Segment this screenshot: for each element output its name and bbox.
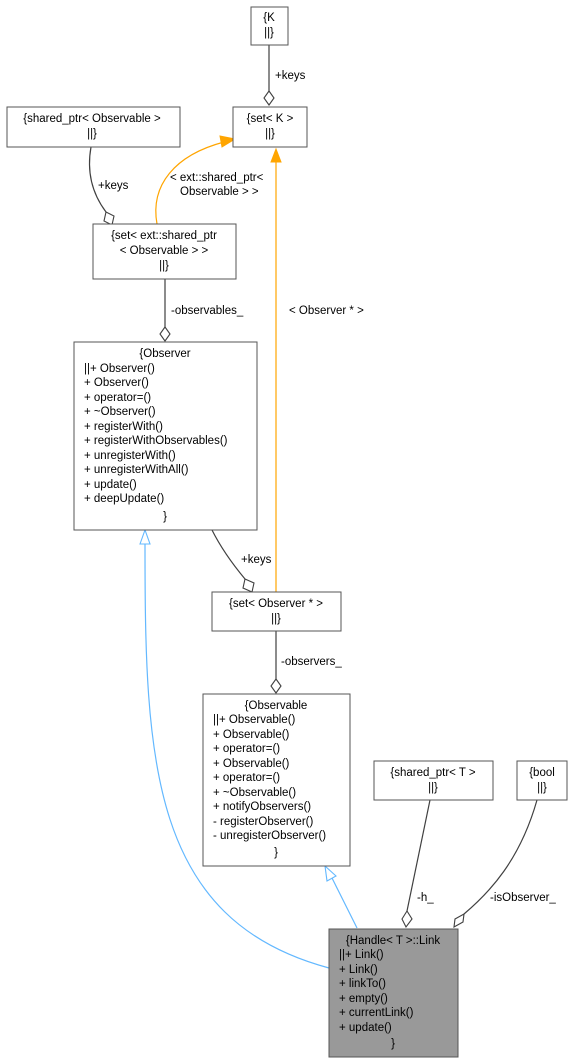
edge-label-observables: -observables_ bbox=[171, 305, 244, 317]
composition-diamond bbox=[401, 909, 413, 929]
composition-diamond bbox=[453, 912, 465, 929]
edge-label-observer-ptr: < Observer * > bbox=[289, 305, 364, 317]
template-arrowhead bbox=[219, 135, 237, 148]
edge-label-keys-3: +keys bbox=[241, 554, 272, 566]
node-observable[interactable]: {Observable ||+ Observable() + Observabl… bbox=[202, 693, 351, 867]
edge-label-isobserver: -isObserver_ bbox=[490, 892, 556, 904]
node-observable-member: ||+ Observable() bbox=[213, 714, 296, 726]
node-set-observer-ptr[interactable]: {set< Observer * > ||} bbox=[211, 591, 342, 632]
template-arrowhead bbox=[270, 147, 282, 163]
node-bool-line-0: {bool bbox=[529, 767, 555, 779]
edge-label-h: -h_ bbox=[417, 892, 434, 904]
node-k-line-1: ||} bbox=[264, 27, 274, 39]
inheritance-arrowhead bbox=[324, 864, 337, 882]
node-observable-member: + ~Observable() bbox=[213, 787, 296, 799]
edge-sharedptrT-to-link bbox=[406, 799, 431, 912]
node-observer-close: } bbox=[163, 511, 167, 523]
edge-link-inherits-observer bbox=[144, 543, 330, 969]
node-k[interactable]: {K ||} bbox=[250, 6, 289, 46]
edge-bool-to-link bbox=[463, 799, 538, 915]
edge-sharedptr-to-setext bbox=[88, 146, 107, 213]
composition-diamond bbox=[242, 578, 255, 593]
composition-diamond bbox=[263, 90, 275, 106]
node-shared-ptr-observable-line-1: ||} bbox=[87, 128, 97, 140]
edge-label-ext-line1: < ext::shared_ptr< bbox=[170, 172, 264, 184]
edge-label-observers: -observers_ bbox=[281, 656, 342, 668]
edge-setext-to-setk bbox=[155, 141, 225, 225]
node-set-k-line-1: ||} bbox=[265, 128, 275, 140]
node-observable-member: + Observable() bbox=[213, 758, 290, 770]
composition-diamond bbox=[159, 326, 171, 342]
composition-diamond bbox=[103, 211, 115, 226]
node-handle-link-title: {Handle< T >::Link bbox=[346, 935, 440, 947]
node-observer-member: + ~Observer() bbox=[84, 406, 156, 418]
node-handle-link-member: + linkTo() bbox=[339, 978, 386, 990]
node-observer-title: {Observer bbox=[139, 348, 190, 360]
node-set-ext-line-2: ||} bbox=[159, 260, 169, 272]
node-shared-ptr-observable-line-0: {shared_ptr< Observable > bbox=[23, 113, 161, 125]
node-k-line-0: {K bbox=[263, 12, 275, 24]
node-handle-link-member: + update() bbox=[339, 1022, 392, 1034]
node-handle-link-member: + currentLink() bbox=[339, 1007, 414, 1019]
node-handle-link[interactable]: {Handle< T >::Link ||+ Link() + Link() +… bbox=[328, 928, 459, 1058]
node-observable-member: + operator=() bbox=[213, 772, 280, 784]
node-shared-ptr-t-line-0: {shared_ptr< T > bbox=[390, 767, 476, 779]
node-observer-member: + Observer() bbox=[84, 377, 149, 389]
edge-label-ext-line2: Observable > > bbox=[180, 186, 259, 198]
node-handle-link-member: + empty() bbox=[339, 993, 388, 1005]
node-observable-close: } bbox=[274, 847, 278, 859]
edge-label-keys-2: +keys bbox=[98, 180, 129, 192]
node-handle-link-close: } bbox=[391, 1038, 395, 1050]
node-bool[interactable]: {bool ||} bbox=[516, 760, 568, 801]
node-observer-member: + operator=() bbox=[84, 392, 151, 404]
node-set-k-line-0: {set< K > bbox=[247, 113, 294, 125]
node-observer-member: + unregisterWith() bbox=[84, 450, 176, 462]
node-shared-ptr-observable[interactable]: {shared_ptr< Observable > ||} bbox=[6, 106, 181, 148]
edge-link-inherits-observable bbox=[331, 877, 358, 929]
inheritance-arrowhead bbox=[139, 528, 151, 545]
node-set-ext-line-1: < Observable > > bbox=[120, 245, 209, 257]
node-observer-member: + registerWithObservables() bbox=[84, 435, 228, 447]
node-observer[interactable]: {Observer ||+ Observer() + Observer() + … bbox=[73, 341, 258, 531]
node-observable-member: + Observable() bbox=[213, 729, 290, 741]
node-observable-member: + operator=() bbox=[213, 743, 280, 755]
node-set-ext-shared-ptr[interactable]: {set< ext::shared_ptr < Observable > > |… bbox=[92, 223, 237, 280]
node-set-ext-line-0: {set< ext::shared_ptr bbox=[111, 230, 217, 242]
node-observer-member: ||+ Observer() bbox=[84, 363, 155, 375]
composition-diamond bbox=[270, 678, 282, 694]
node-observer-member: + registerWith() bbox=[84, 421, 163, 433]
edge-label-keys-1: +keys bbox=[275, 70, 306, 82]
edge-observer-to-setobserver bbox=[211, 529, 246, 580]
node-observable-member: - registerObserver() bbox=[213, 816, 313, 828]
node-handle-link-member: + Link() bbox=[339, 964, 378, 976]
node-set-observer-line-0: {set< Observer * > bbox=[229, 598, 323, 610]
node-set-k[interactable]: {set< K > ||} bbox=[232, 106, 308, 148]
node-observable-title: {Observable bbox=[245, 700, 308, 712]
node-shared-ptr-t-line-1: ||} bbox=[428, 782, 438, 794]
node-bool-line-1: ||} bbox=[537, 782, 547, 794]
node-set-observer-line-1: ||} bbox=[271, 613, 281, 625]
node-observer-member: + unregisterWithAll() bbox=[84, 464, 189, 476]
node-observable-member: + notifyObservers() bbox=[213, 801, 311, 813]
node-observer-member: + update() bbox=[84, 479, 137, 491]
node-shared-ptr-t[interactable]: {shared_ptr< T > ||} bbox=[373, 760, 494, 801]
node-observer-member: + deepUpdate() bbox=[84, 493, 164, 505]
node-handle-link-member: ||+ Link() bbox=[339, 949, 384, 961]
node-observable-member: - unregisterObserver() bbox=[213, 830, 326, 842]
